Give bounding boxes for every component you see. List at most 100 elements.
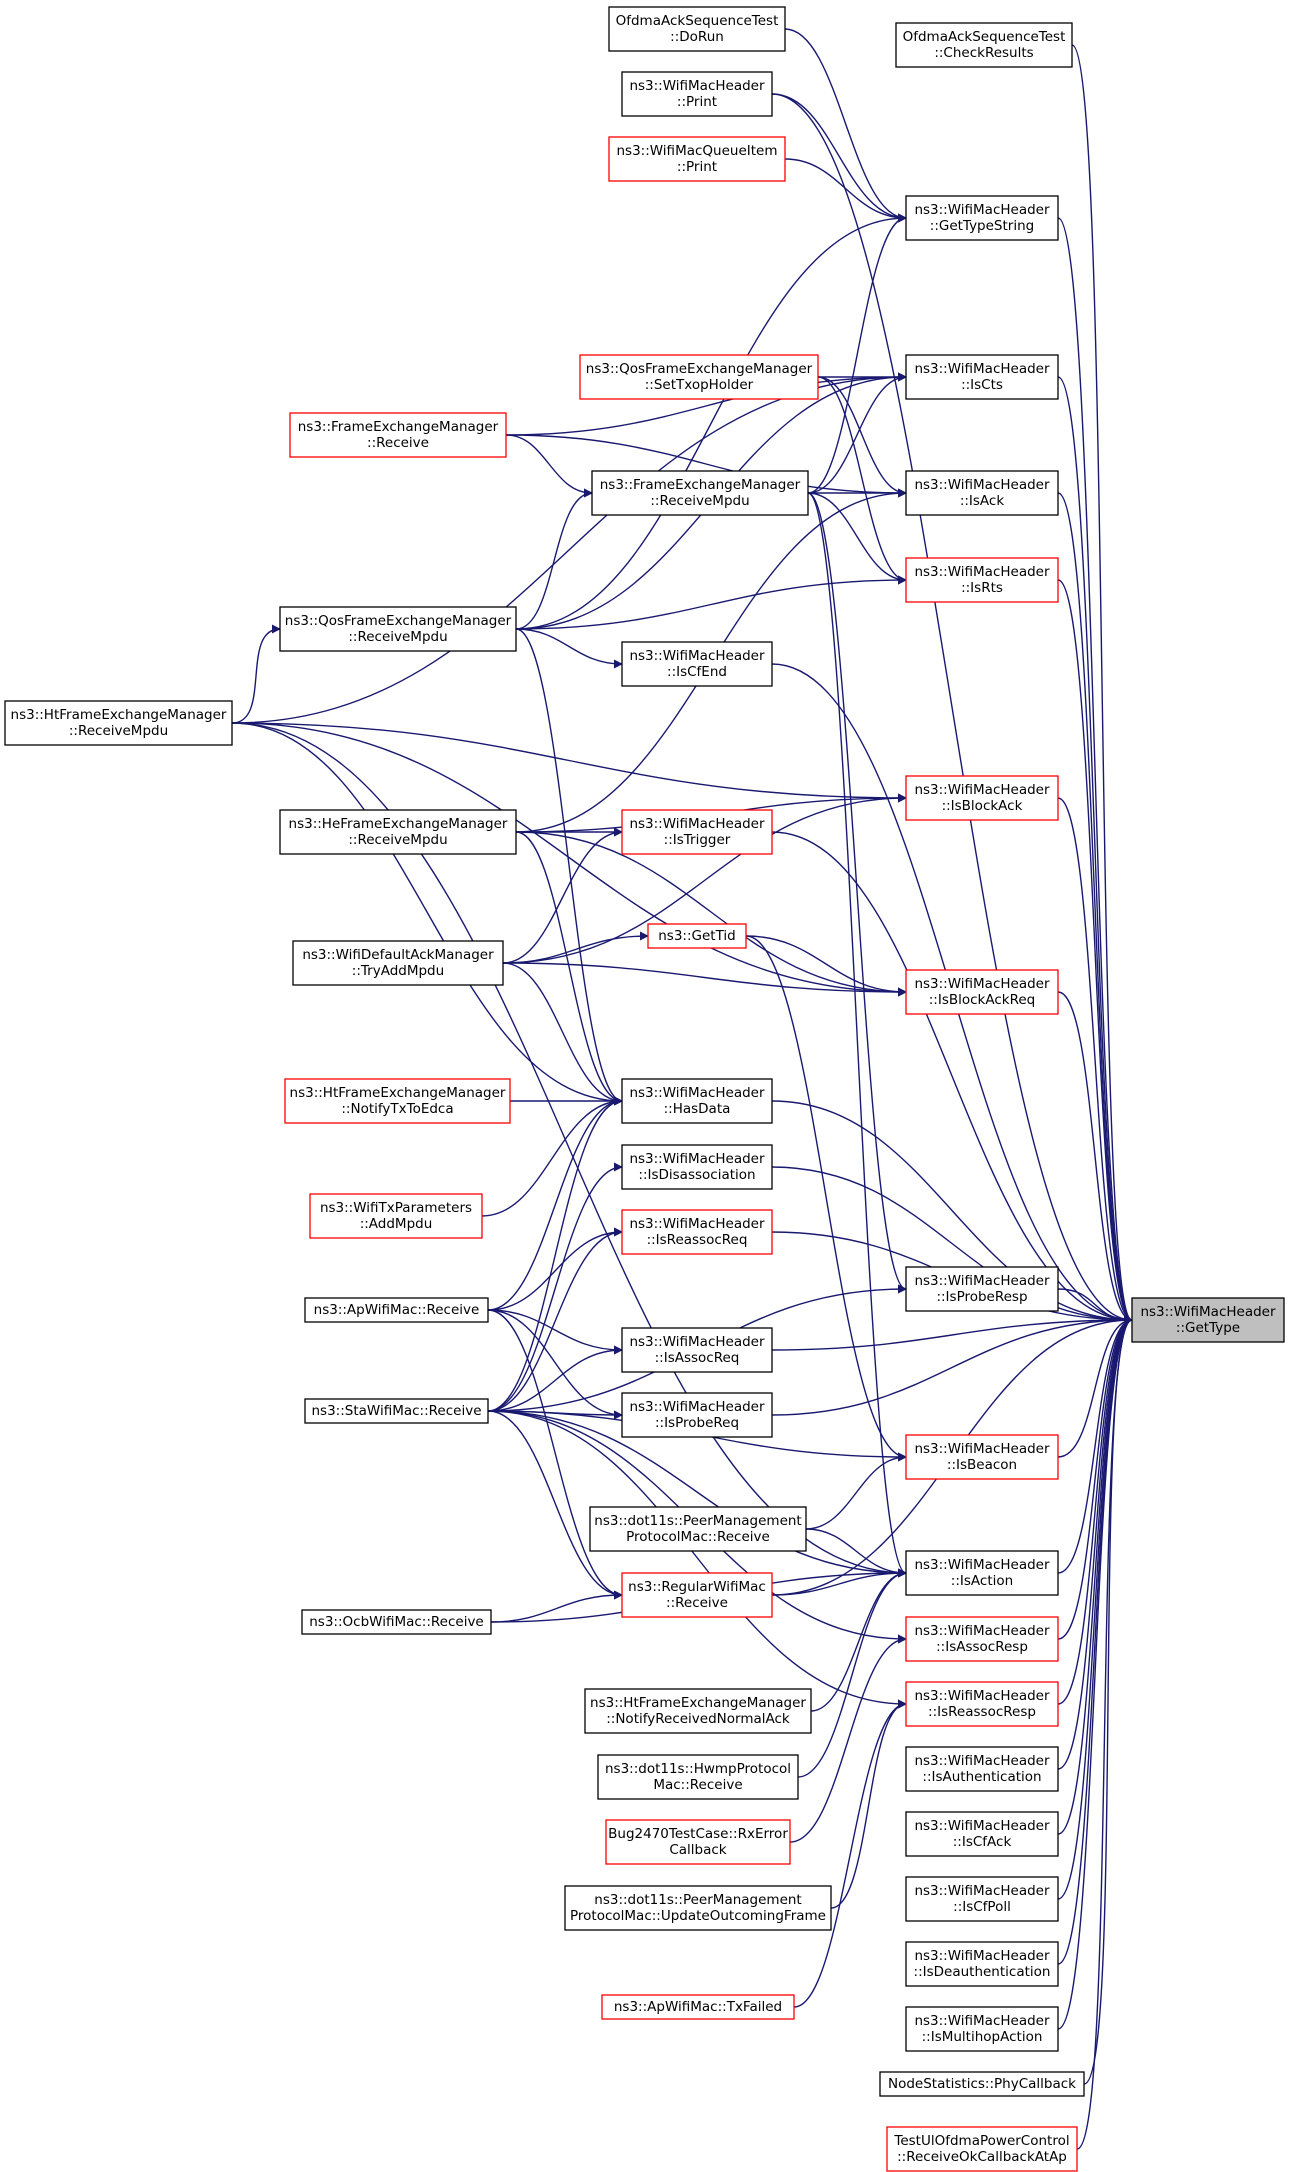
node-label-line: ::GetTypeString (930, 218, 1034, 234)
node-is-beacon[interactable]: ns3::WifiMacHeader::IsBeacon (905, 1434, 1059, 1480)
edge-sta-receive-to-is-reassoc-resp (487, 1410, 907, 1709)
node-label-line: Callback (669, 1842, 726, 1858)
node-box (584, 1688, 812, 1734)
node-is-assoc-resp[interactable]: ns3::WifiMacHeader::IsAssocResp (905, 1616, 1059, 1662)
node-label-line: ns3::WifiMacHeader (629, 1334, 765, 1350)
node-box (292, 940, 504, 986)
node-label-line: ns3::WifiMacHeader (629, 816, 765, 832)
node-label-line: ns3::WifiMacHeader (629, 1151, 765, 1167)
node-he-receive-mpdu[interactable]: ns3::HeFrameExchangeManager::ReceiveMpdu (279, 809, 517, 855)
node-label-line: ::DoRun (670, 29, 724, 45)
node-label-line: ns3::WifiMacHeader (914, 1273, 1050, 1289)
node-label-line: ns3::FrameExchangeManager (600, 477, 801, 493)
node-label-line: ::IsReassocResp (928, 1704, 1036, 1720)
node-node-stats-phy[interactable]: NodeStatistics::PhyCallback (879, 2071, 1085, 2097)
node-try-add-mpdu[interactable]: ns3::WifiDefaultAckManager::TryAddMpdu (292, 940, 504, 986)
node-label-line: ProtocolMac::UpdateOutcomingFrame (570, 1908, 826, 1924)
node-is-cf-poll[interactable]: ns3::WifiMacHeader::IsCfPoll (905, 1876, 1059, 1922)
node-is-rts[interactable]: ns3::WifiMacHeader::IsRts (905, 557, 1059, 603)
node-ocb-receive[interactable]: ns3::OcbWifiMac::Receive (301, 1609, 492, 1635)
edge-fem-receive-to-is-cts (505, 372, 907, 436)
edge-fem-receive-mpdu-to-is-action (807, 492, 907, 1578)
node-qos-receive-mpdu[interactable]: ns3::QosFrameExchangeManager::ReceiveMpd… (279, 606, 517, 652)
edge-ocb-receive-to-regular-receive (490, 1590, 623, 1623)
node-is-reassoc-req[interactable]: ns3::WifiMacHeader::IsReassocReq (621, 1209, 773, 1255)
node-peer-mgmt-receive[interactable]: ns3::dot11s::PeerManagementProtocolMac::… (589, 1506, 807, 1552)
node-label-line: ::ReceiveMpdu (69, 723, 168, 739)
node-label-line: ::Print (677, 159, 717, 175)
node-ap-tx-failed[interactable]: ns3::ApWifiMac::TxFailed (601, 1994, 795, 2020)
node-sta-receive[interactable]: ns3::StaWifiMac::Receive (304, 1398, 489, 1424)
node-is-block-ack-req[interactable]: ns3::WifiMacHeader::IsBlockAckReq (905, 969, 1059, 1015)
edge-try-add-mpdu-to-is-block-ack-req (502, 962, 907, 997)
node-has-data[interactable]: ns3::WifiMacHeader::HasData (621, 1078, 773, 1124)
node-box (621, 1327, 773, 1373)
node-label-line: ns3::dot11s::PeerManagement (594, 1892, 801, 1908)
node-fem-receive-mpdu[interactable]: ns3::FrameExchangeManager::ReceiveMpdu (591, 470, 809, 516)
node-box (605, 1819, 791, 1865)
node-is-ack[interactable]: ns3::WifiMacHeader::IsAck (905, 470, 1059, 516)
node-label-line: ::IsRts (961, 580, 1003, 596)
node-is-probe-resp[interactable]: ns3::WifiMacHeader::IsProbeResp (905, 1266, 1059, 1312)
node-box (905, 1434, 1059, 1480)
node-label-line: ns3::WifiMacHeader (629, 648, 765, 664)
node-label-line: ns3::dot11s::HwmpProtocol (605, 1761, 791, 1777)
node-label-line: ns3::WifiMacHeader (914, 202, 1050, 218)
node-label-line: ns3::HtFrameExchangeManager (590, 1695, 806, 1711)
edge-add-mpdu-to-has-data (481, 1096, 623, 1217)
node-ofdma-do-run[interactable]: OfdmaAckSequenceTest::DoRun (608, 6, 786, 52)
node-label-line: ::SetTxopHolder (645, 377, 754, 393)
node-label-line: ns3::HtFrameExchangeManager (11, 707, 227, 723)
node-ofdma-check[interactable]: OfdmaAckSequenceTest::CheckResults (895, 22, 1073, 68)
node-wmh-print[interactable]: ns3::WifiMacHeader::Print (621, 71, 773, 117)
node-label-line: ns3::ApWifiMac::Receive (314, 1302, 480, 1318)
node-is-action[interactable]: ns3::WifiMacHeader::IsAction (905, 1550, 1059, 1596)
node-qos-set-txop[interactable]: ns3::QosFrameExchangeManager::SetTxopHol… (579, 354, 819, 400)
node-is-deauthentication[interactable]: ns3::WifiMacHeader::IsDeauthentication (905, 1941, 1059, 1987)
node-is-block-ack[interactable]: ns3::WifiMacHeader::IsBlockAck (905, 775, 1059, 821)
node-notify-tx-to-edca[interactable]: ns3::HtFrameExchangeManager::NotifyTxToE… (284, 1078, 511, 1124)
edge-test-ul-ofdma-to-get-type (1076, 1315, 1133, 2150)
node-is-assoc-req[interactable]: ns3::WifiMacHeader::IsAssocReq (621, 1327, 773, 1373)
node-is-cf-end[interactable]: ns3::WifiMacHeader::IsCfEnd (621, 641, 773, 687)
node-get-tid[interactable]: ns3::GetTid (647, 923, 747, 949)
edge-fem-receive-to-is-ack (505, 434, 907, 498)
node-is-trigger[interactable]: ns3::WifiMacHeader::IsTrigger (621, 809, 773, 855)
edge-qos-receive-mpdu-to-get-type-string (515, 213, 907, 630)
node-is-cts[interactable]: ns3::WifiMacHeader::IsCts (905, 354, 1059, 400)
node-is-probe-req[interactable]: ns3::WifiMacHeader::IsProbeReq (621, 1392, 773, 1438)
node-peer-mgmt-update[interactable]: ns3::dot11s::PeerManagementProtocolMac::… (564, 1885, 832, 1931)
node-is-disassociation[interactable]: ns3::WifiMacHeader::IsDisassociation (621, 1144, 773, 1190)
node-label-line: ns3::WifiMacHeader (914, 782, 1050, 798)
node-regular-receive[interactable]: ns3::RegularWifiMac::Receive (621, 1572, 773, 1618)
node-box (1131, 1297, 1285, 1343)
node-label-line: ns3::WifiMacHeader (914, 1557, 1050, 1573)
node-is-reassoc-resp[interactable]: ns3::WifiMacHeader::IsReassocResp (905, 1681, 1059, 1727)
node-wmqi-print[interactable]: ns3::WifiMacQueueItem::Print (608, 136, 786, 182)
node-box (621, 71, 773, 117)
node-add-mpdu[interactable]: ns3::WifiTxParameters::AddMpdu (309, 1193, 483, 1239)
node-box (905, 557, 1059, 603)
node-is-authentication[interactable]: ns3::WifiMacHeader::IsAuthentication (905, 1746, 1059, 1792)
node-ap-receive[interactable]: ns3::ApWifiMac::Receive (304, 1297, 489, 1323)
edge-is-block-ack-req-to-get-type (1057, 991, 1133, 1325)
edge-ap-receive-to-is-assoc-req (487, 1309, 623, 1355)
node-label-line: ::IsAuthentication (922, 1769, 1041, 1785)
node-label-line: ProtocolMac::Receive (626, 1529, 770, 1545)
node-ht-receive-mpdu[interactable]: ns3::HtFrameExchangeManager::ReceiveMpdu (4, 700, 233, 746)
node-label-line: ns3::GetTid (658, 928, 736, 944)
edge-ht-receive-mpdu-to-has-data (231, 722, 623, 1106)
edge-is-cts-to-get-type (1057, 376, 1133, 1325)
node-get-type-string[interactable]: ns3::WifiMacHeader::GetTypeString (905, 195, 1059, 241)
node-test-ul-ofdma[interactable]: TestUlOfdmaPowerControl::ReceiveOkCallba… (886, 2126, 1078, 2172)
node-fem-receive[interactable]: ns3::FrameExchangeManager::Receive (289, 412, 507, 458)
node-label-line: ns3::WifiMacHeader (914, 564, 1050, 580)
node-box (905, 1746, 1059, 1792)
node-is-cf-ack[interactable]: ns3::WifiMacHeader::IsCfAck (905, 1811, 1059, 1857)
node-label-line: ::IsTrigger (664, 832, 731, 848)
node-get-type[interactable]: ns3::WifiMacHeader::GetType (1131, 1297, 1285, 1343)
node-notify-recv-normal-ack[interactable]: ns3::HtFrameExchangeManager::NotifyRecei… (584, 1688, 812, 1734)
node-is-multihop-action[interactable]: ns3::WifiMacHeader::IsMultihopAction (905, 2006, 1059, 2052)
